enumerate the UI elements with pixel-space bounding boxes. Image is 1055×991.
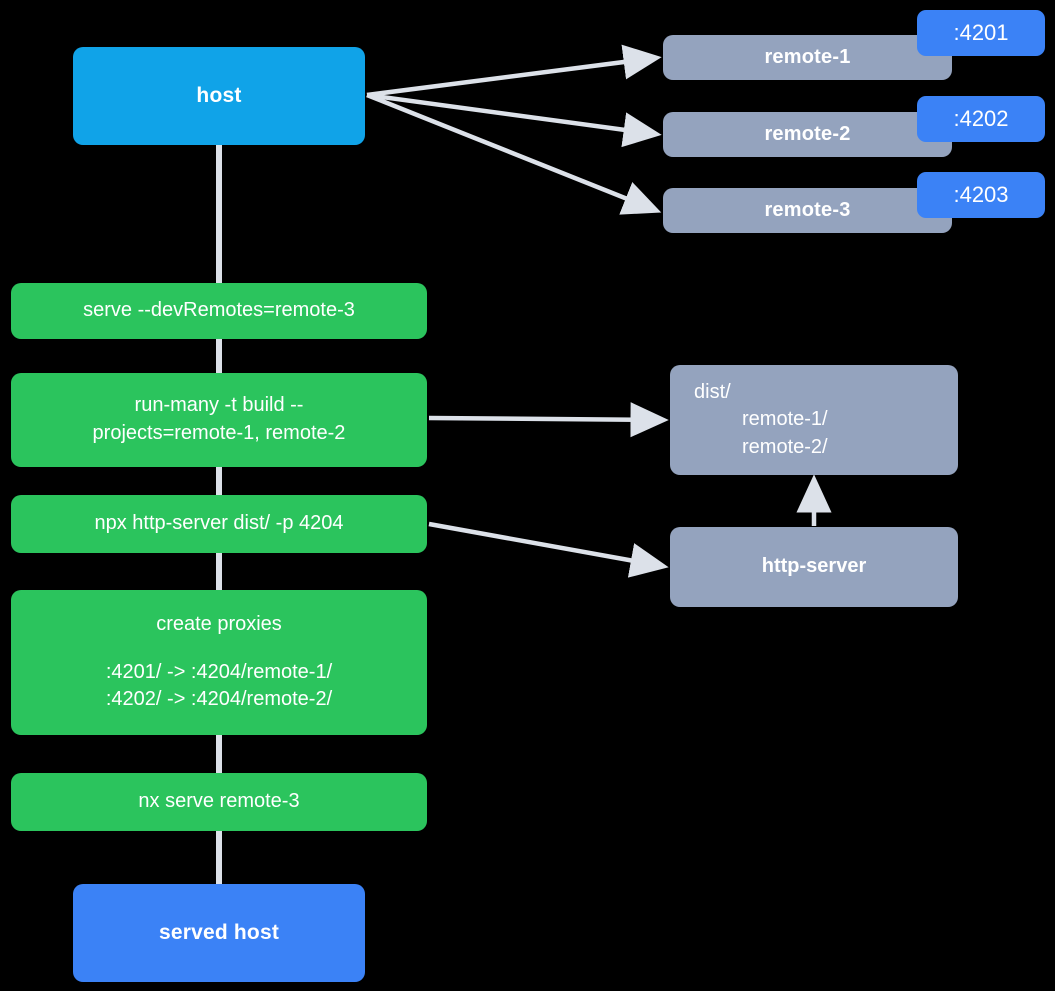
- badge-port-remote-3[interactable]: :4203: [917, 172, 1045, 218]
- node-served-host-label: served host: [158, 920, 280, 944]
- node-http-server[interactable]: http-server: [670, 527, 958, 607]
- command-run-many-line-2: projects=remote-1, remote-2: [92, 422, 346, 444]
- node-command-run-many[interactable]: run-many -t build -- projects=remote-1, …: [11, 373, 427, 467]
- node-remote-3-label: remote-3: [764, 198, 851, 221]
- node-served-host[interactable]: served host: [73, 884, 365, 982]
- command-serve-line-1: serve --devRemotes=remote-3: [83, 299, 355, 322]
- node-command-nx-serve-remote-3[interactable]: nx serve remote-3: [11, 773, 427, 831]
- badge-port-remote-1[interactable]: :4201: [917, 10, 1045, 56]
- node-command-serve[interactable]: serve --devRemotes=remote-3: [11, 283, 427, 339]
- node-host[interactable]: host: [73, 47, 365, 145]
- command-create-proxies-map-2: :4202/ -> :4204/remote-2/: [105, 688, 333, 711]
- edge-runmany-to-dist: [428, 402, 669, 438]
- node-host-label: host: [196, 83, 242, 107]
- badge-port-remote-2-label: :4202: [953, 105, 1009, 131]
- edge-host-to-remote-2: [366, 92, 662, 148]
- dist-folder-remote-1: remote-1/: [742, 408, 828, 431]
- spine-host-to-serve: [216, 145, 222, 285]
- badge-port-remote-1-label: :4201: [953, 19, 1009, 45]
- badge-port-remote-3-label: :4203: [953, 181, 1009, 207]
- node-remote-1[interactable]: remote-1: [663, 35, 952, 80]
- spine-nxserve-to-servedhost: [216, 829, 222, 886]
- dist-folder-remote-2: remote-2/: [742, 435, 828, 458]
- node-command-npx-http-server[interactable]: npx http-server dist/ -p 4204: [11, 495, 427, 553]
- command-npx-line-1: npx http-server dist/ -p 4204: [94, 512, 344, 535]
- node-command-create-proxies[interactable]: create proxies :4201/ -> :4204/remote-1/…: [11, 590, 427, 735]
- node-dist-folder[interactable]: dist/ remote-1/ remote-2/: [670, 365, 958, 475]
- spine-runmany-to-npx: [216, 465, 222, 497]
- command-create-proxies-map-1: :4201/ -> :4204/remote-1/: [105, 660, 333, 683]
- command-nx-serve-line-1: nx serve remote-3: [138, 790, 300, 813]
- node-remote-2[interactable]: remote-2: [663, 112, 952, 157]
- edge-host-to-remote-3: [366, 92, 662, 215]
- command-run-many-line-1: run-many -t build --: [134, 394, 304, 417]
- dist-folder-root: dist/: [694, 380, 731, 403]
- spine-serve-to-runmany: [216, 337, 222, 375]
- edge-host-to-remote-1: [366, 44, 662, 98]
- badge-port-remote-2[interactable]: :4202: [917, 96, 1045, 142]
- spine-proxies-to-nxserve: [216, 733, 222, 775]
- node-remote-1-label: remote-1: [764, 45, 851, 68]
- node-http-server-label: http-server: [761, 555, 867, 578]
- spine-npx-to-proxies: [216, 551, 222, 592]
- node-remote-3[interactable]: remote-3: [663, 188, 952, 233]
- node-remote-2-label: remote-2: [764, 122, 851, 145]
- edge-npx-to-httpserver: [428, 521, 669, 578]
- command-create-proxies-title: create proxies: [156, 613, 282, 636]
